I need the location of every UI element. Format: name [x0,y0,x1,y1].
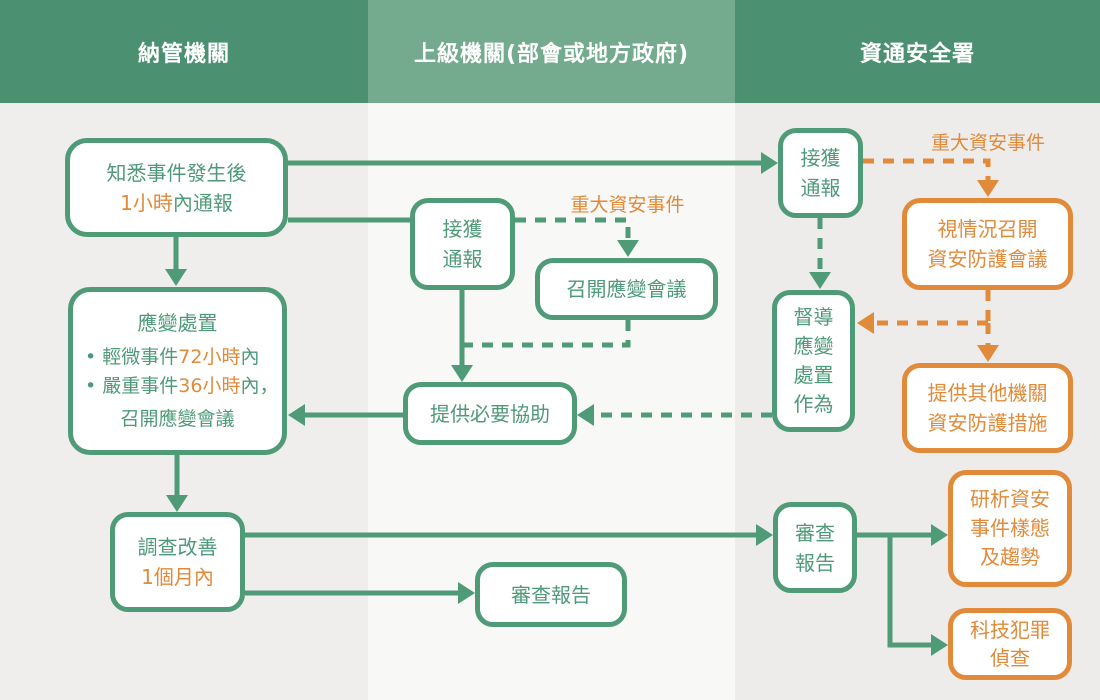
node-review-report-superior: 審查報告 [475,562,627,627]
review-csa-line2: 報告 [795,550,835,575]
header-managed-agency: 納管機關 [0,0,368,103]
node-investigate-improve: 調查改善 1個月內 [110,512,245,612]
assist-line1: 提供必要協助 [430,401,550,426]
header-cybersecurity-admin-title: 資通安全署 [859,41,975,67]
convene-line1: 召開應變會議 [566,277,687,301]
supervise-line3: 處置 [793,363,834,387]
node-review-report-csa: 審查 報告 [773,502,857,593]
receive-csa-line2: 通報 [800,176,841,200]
label-major-incident-superior: 重大資安事件 [570,194,685,216]
node-receive-report-csa: 接獲 通報 [778,128,863,218]
node-protective-measures: 提供其他機關 資安防護措施 [902,363,1073,453]
supervise-line4: 作為 [793,392,834,416]
node-notify-within-1-hour: 知悉事件發生後 1小時內通報 [65,138,288,237]
arrow-review-csa-to-crime [887,535,932,648]
orange-arrowheads [857,180,999,362]
crime-line1: 科技犯罪 [970,618,1050,642]
node-receive-report-superior: 接獲 通報 [410,198,515,290]
supervise-line2: 應變 [793,334,834,358]
investigate-line2: 1個月內 [141,565,214,589]
receive-csa-line1: 接獲 [800,146,841,170]
green-arrowheads [165,152,948,656]
dashed-receive-sup-to-convene [515,217,631,240]
notify-line1: 知悉事件發生後 [106,160,247,185]
header-managed-agency-title: 納管機關 [137,41,230,67]
review-sup-line1: 審查報告 [511,582,591,607]
response-bullet-minor: • 輕微事件72小時內 [85,346,260,369]
receive-sup-line1: 接獲 [442,217,483,241]
situational-line2: 資安防護會議 [927,247,1048,271]
analyze-line2: 事件樣態 [970,516,1050,540]
node-tech-crime-investigation: 科技犯罪 偵查 [948,608,1072,680]
label-major-incident-csa: 重大資安事件 [930,132,1045,154]
receive-sup-line2: 通報 [442,247,483,271]
measures-line1: 提供其他機關 [927,381,1048,405]
response-title: 應變處置 [137,311,218,336]
header-superior-agency-title: 上級機關(部會或地方政府) [413,41,690,67]
investigate-line1: 調查改善 [137,535,218,559]
header-superior-agency: 上級機關(部會或地方政府) [368,0,735,103]
analyze-line1: 研析資安 [970,487,1050,511]
crime-line2: 偵查 [990,646,1030,670]
dashed-receive-csa-to-situational [863,158,991,181]
node-situational-protection-meeting: 視情況召開 資安防護會議 [902,198,1073,290]
supervise-line1: 督導 [793,305,834,329]
node-supervise-response: 督導 應變 處置 作為 [772,290,855,432]
node-response-handling: 應變處置 • 輕微事件72小時內 • 嚴重事件36小時內， 召開應變會議 [68,287,287,455]
situational-line1: 視情況召開 [937,217,1038,241]
node-analyze-incident-trends: 研析資安 事件樣態 及趨勢 [948,470,1072,587]
header-cybersecurity-admin: 資通安全署 [735,0,1100,103]
review-csa-line1: 審查 [795,520,835,545]
response-footer: 召開應變會議 [120,408,235,431]
notify-line2: 1小時內通報 [120,190,233,215]
dashed-convene-to-assist [462,320,631,348]
response-bullet-severe: • 嚴重事件36小時內， [85,374,279,397]
node-convene-response-meeting: 召開應變會議 [535,258,718,320]
analyze-line3: 及趨勢 [980,545,1040,569]
node-provide-assistance: 提供必要協助 [403,382,577,445]
measures-line2: 資安防護措施 [927,411,1048,435]
